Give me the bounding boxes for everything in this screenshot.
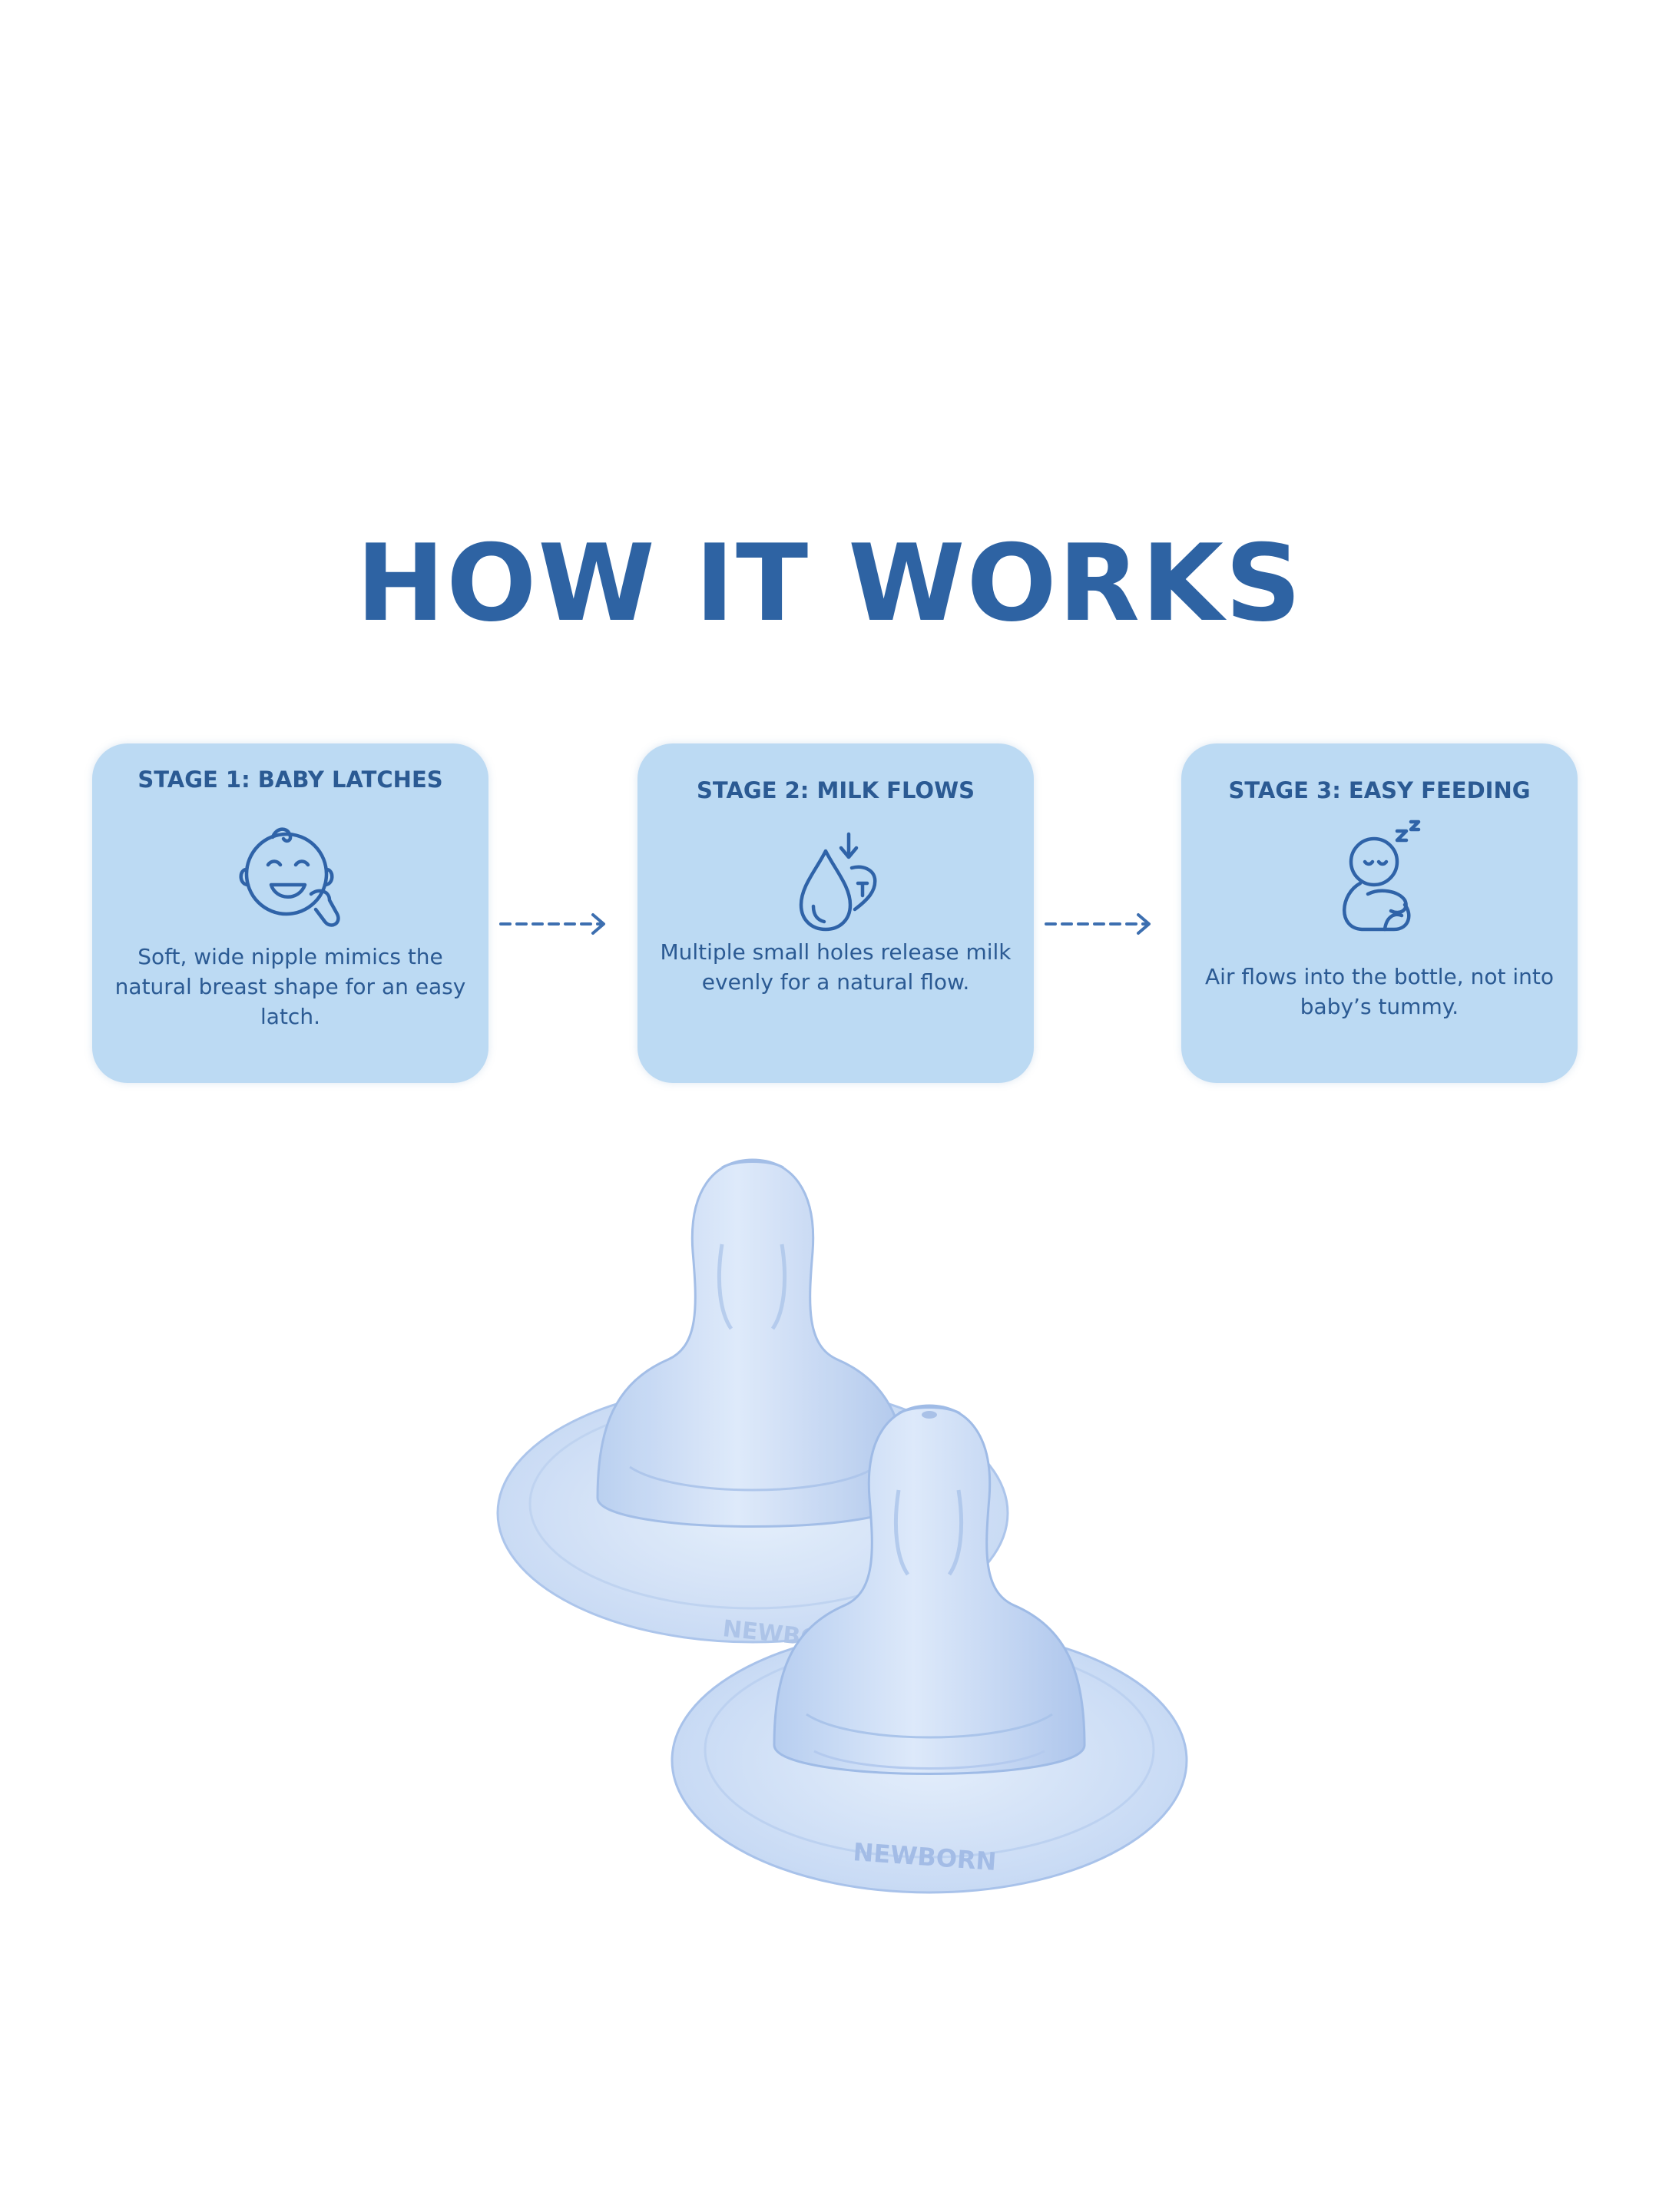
page-title: HOW IT WORKS bbox=[356, 522, 1303, 645]
stage-2-heading: STAGE 2: MILK FLOWS bbox=[697, 777, 975, 803]
dashed-arrow-icon bbox=[496, 905, 611, 943]
stage-1-heading: STAGE 1: BABY LATCHES bbox=[137, 767, 443, 793]
sleeping-baby-icon bbox=[1314, 814, 1445, 945]
front-nipple: NEWBORN bbox=[671, 1404, 1188, 1894]
baby-face-icon bbox=[225, 814, 356, 945]
nipple-product-image: NEWBORN NEWBORN bbox=[492, 1137, 1229, 1943]
stage-2-description: Multiple small holes release milk evenly… bbox=[660, 939, 1012, 995]
stage-3-description: Air flows into the bottle, not into baby… bbox=[1205, 964, 1554, 1019]
dashed-arrow-icon bbox=[1041, 905, 1157, 943]
stage-card-3: STAGE 3: EASY FEEDING Air flows into the… bbox=[1181, 743, 1578, 1083]
stage-1-description: Soft, wide nipple mimics the natural bre… bbox=[114, 944, 466, 1029]
milk-drop-icon bbox=[770, 814, 901, 945]
stage-card-1: STAGE 1: BABY LATCHES Soft, wide nipple … bbox=[92, 743, 488, 1083]
stage-card-2: STAGE 2: MILK FLOWS Multiple small holes… bbox=[637, 743, 1034, 1083]
stage-3-heading: STAGE 3: EASY FEEDING bbox=[1228, 777, 1531, 803]
